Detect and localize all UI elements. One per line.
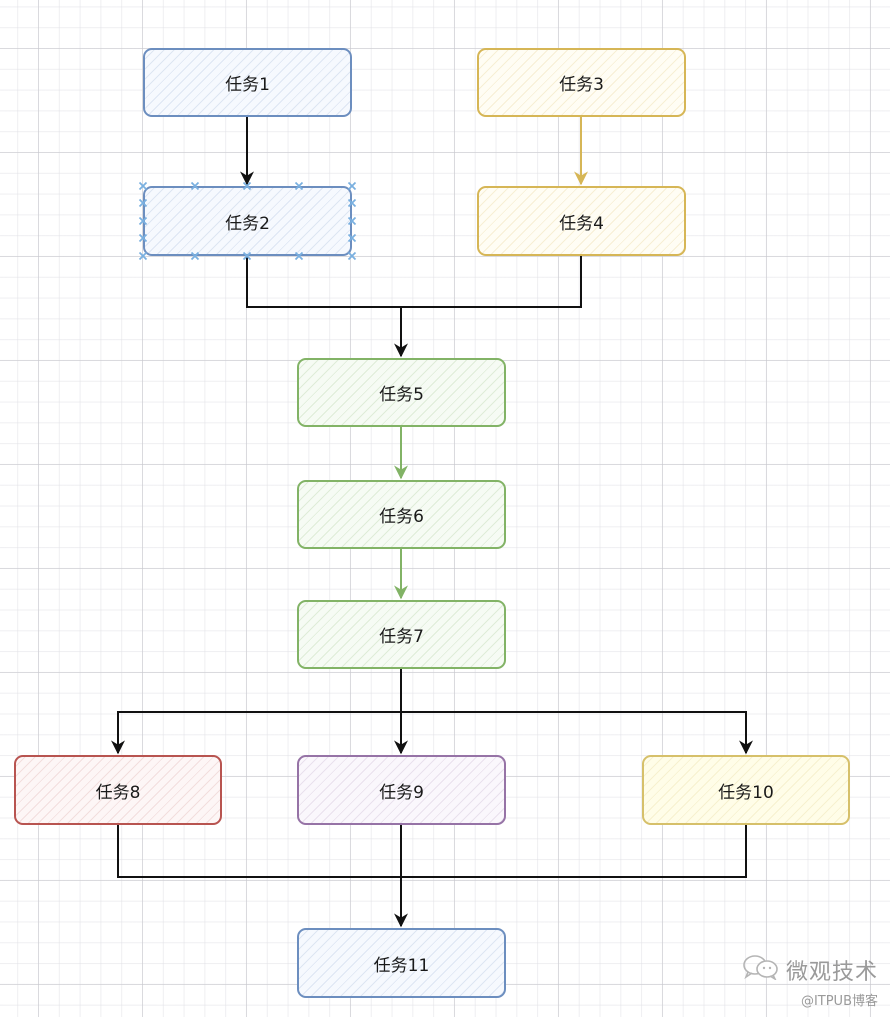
node-task11[interactable]: 任务11	[297, 928, 506, 998]
edge-task10-task11[interactable]	[401, 825, 747, 878]
node-task3[interactable]: 任务3	[477, 48, 686, 117]
node-task9[interactable]: 任务9	[297, 755, 506, 825]
edge-task8-task11[interactable]	[117, 825, 401, 878]
edge-task7-task10[interactable]	[401, 711, 753, 755]
node-label: 任务7	[379, 627, 424, 647]
node-task8[interactable]: 任务8	[14, 755, 222, 825]
node-label: 任务2	[225, 213, 270, 234]
node-task7[interactable]: 任务7	[297, 600, 506, 669]
edge-task4-task5[interactable]	[394, 256, 582, 358]
node-label: 任务3	[559, 75, 604, 95]
node-label: 任务1	[225, 75, 270, 95]
node-label: 任务4	[559, 213, 604, 234]
watermark: 微观技术 @ITPUB博客	[742, 954, 878, 1009]
wechat-icon	[742, 954, 780, 986]
node-task1[interactable]: 任务1	[143, 48, 352, 117]
edge-task2-task5[interactable]	[246, 256, 401, 308]
node-label: 任务8	[95, 782, 141, 803]
watermark-brand: 微观技术	[785, 960, 878, 985]
node-task6[interactable]: 任务6	[297, 480, 506, 549]
node-label: 任务6	[379, 507, 424, 527]
node-label: 任务11	[373, 955, 430, 976]
node-task2[interactable]: 任务2	[143, 186, 352, 256]
node-label: 任务10	[718, 782, 774, 803]
edge-task7-task8[interactable]	[111, 669, 402, 755]
node-task10[interactable]: 任务10	[642, 755, 850, 825]
node-task4[interactable]: 任务4	[477, 186, 686, 256]
watermark-source: @ITPUB博客	[800, 994, 878, 1009]
node-label: 任务9	[379, 782, 424, 803]
node-task5[interactable]: 任务5	[297, 358, 506, 427]
node-label: 任务5	[379, 385, 424, 405]
